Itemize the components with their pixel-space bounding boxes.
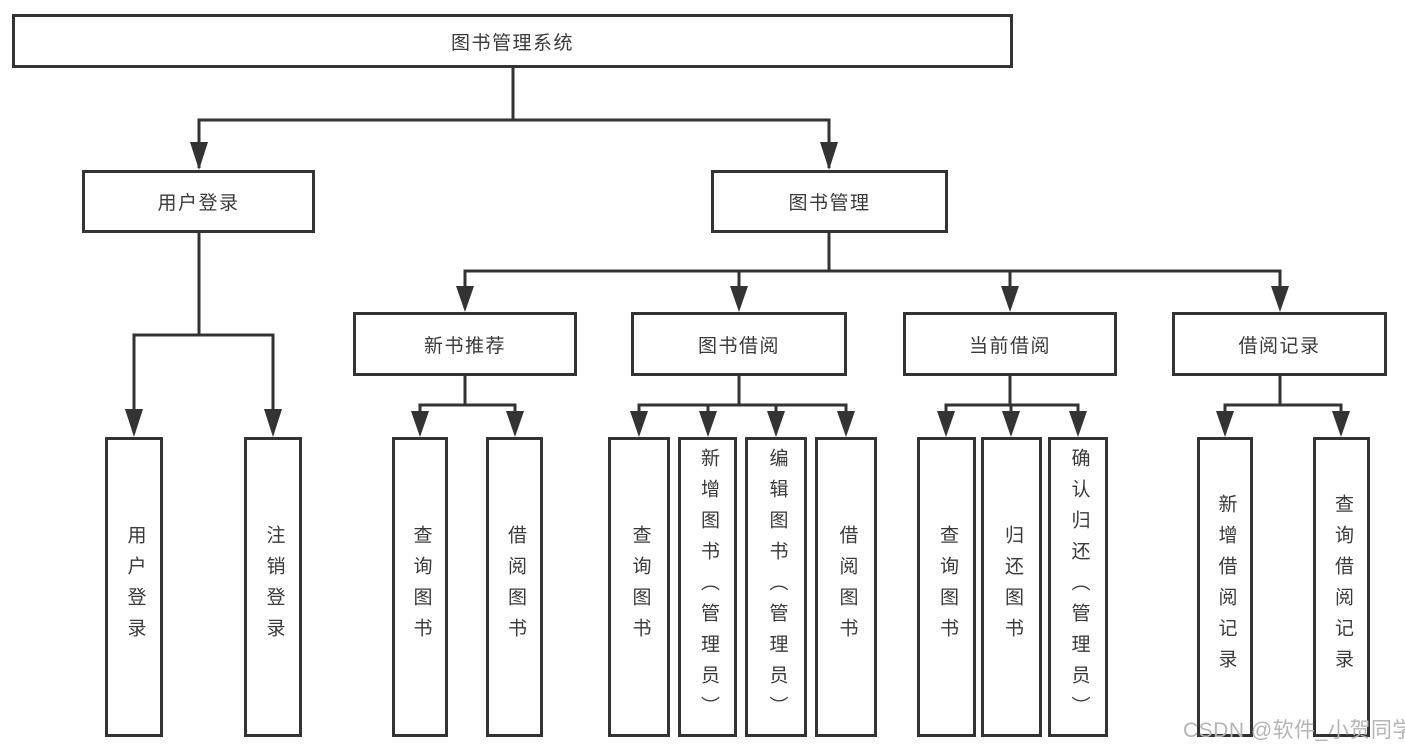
- node-book-borrowing-label: 图书借阅: [697, 335, 780, 357]
- leaf-add-books-admin: 新增图书（管理员）: [678, 437, 737, 737]
- leaf-edit-books-admin-label: 编辑图书（管理员）: [766, 447, 788, 727]
- leaf-query-borrow-record-label: 查询借阅记录: [1331, 494, 1353, 680]
- leaf-add-borrow-record: 新增借阅记录: [1197, 437, 1253, 737]
- leaf-confirm-return-admin: 确认归还（管理员）: [1048, 437, 1108, 737]
- leaf-query-books-borrowing: 查询图书: [608, 437, 670, 737]
- leaf-logout-login: 注销登录: [244, 437, 302, 737]
- leaf-borrow-books-borrowing-label: 借阅图书: [836, 525, 858, 649]
- leaf-return-books-label: 归还图书: [1001, 525, 1023, 649]
- leaf-logout-login-label: 注销登录: [263, 525, 285, 649]
- leaf-add-books-admin-label: 新增图书（管理员）: [697, 447, 719, 727]
- node-borrowing-records: 借阅记录: [1172, 312, 1387, 376]
- leaf-return-books: 归还图书: [981, 437, 1042, 737]
- leaf-borrow-books-recommend-label: 借阅图书: [504, 525, 526, 649]
- node-current-borrowing: 当前借阅: [903, 312, 1117, 376]
- node-library-system-label: 图书管理系统: [450, 32, 574, 54]
- leaf-user-login-label: 用户登录: [124, 525, 146, 649]
- leaf-query-borrow-record: 查询借阅记录: [1313, 437, 1370, 737]
- leaf-query-books-current: 查询图书: [917, 437, 976, 737]
- leaf-edit-books-admin: 编辑图书（管理员）: [745, 437, 807, 737]
- leaf-add-borrow-record-label: 新增借阅记录: [1215, 494, 1237, 680]
- leaf-query-books-recommend-label: 查询图书: [410, 525, 432, 649]
- node-user-login-label: 用户登录: [157, 193, 240, 214]
- node-book-management: 图书管理: [711, 170, 948, 233]
- node-book-management-label: 图书管理: [788, 193, 871, 214]
- watermark-text: CSDN @软件_小贺同学: [1183, 719, 1405, 742]
- leaf-user-login: 用户登录: [105, 437, 163, 737]
- node-new-book-recommend: 新书推荐: [353, 312, 577, 376]
- node-user-login: 用户登录: [82, 170, 315, 233]
- node-book-borrowing: 图书借阅: [631, 312, 847, 376]
- node-library-system: 图书管理系统: [12, 14, 1013, 68]
- leaf-confirm-return-admin-label: 确认归还（管理员）: [1068, 447, 1090, 727]
- leaf-query-books-borrowing-label: 查询图书: [629, 525, 651, 649]
- leaf-borrow-books-recommend: 借阅图书: [486, 437, 543, 737]
- leaf-query-books-current-label: 查询图书: [936, 525, 958, 649]
- node-current-borrowing-label: 当前借阅: [968, 335, 1051, 357]
- leaf-query-books-recommend: 查询图书: [392, 437, 448, 737]
- node-new-book-recommend-label: 新书推荐: [423, 335, 506, 357]
- node-borrowing-records-label: 借阅记录: [1238, 335, 1321, 357]
- leaf-borrow-books-borrowing: 借阅图书: [815, 437, 877, 737]
